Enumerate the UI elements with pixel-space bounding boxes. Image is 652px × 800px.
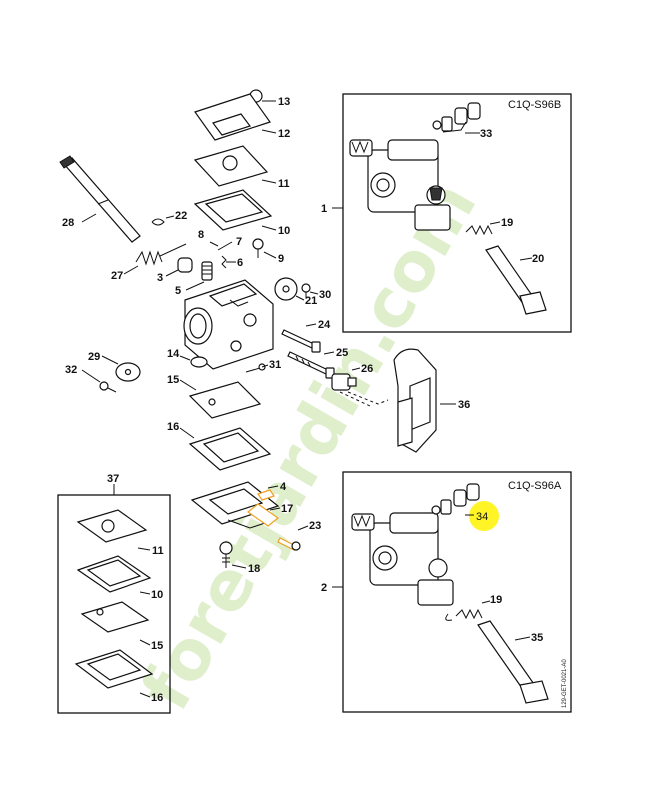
label-2: 2 (321, 582, 327, 594)
reference-code: 129-GET-0021-A0 (562, 659, 568, 708)
label-8: 8 (198, 229, 204, 241)
label-14: 14 (167, 348, 180, 360)
label-27: 27 (111, 270, 123, 282)
label-29: 29 (88, 351, 100, 363)
part-20-throttle-shaft (485, 245, 547, 315)
part-32-screw (99, 381, 117, 393)
label-18: 18 (248, 563, 260, 575)
carburetor-body (183, 279, 274, 370)
label-36: 36 (458, 399, 470, 411)
part-35-throttle-shaft (477, 620, 549, 704)
part-28-choke-shaft (59, 155, 141, 243)
part-36-manifold (393, 348, 437, 453)
part-7-pin (217, 241, 233, 251)
label-6: 6 (237, 257, 243, 269)
part-4-valve (257, 489, 275, 501)
label-11: 11 (278, 178, 290, 190)
part-6-spring (221, 255, 227, 269)
part-19-spring-s96a (445, 608, 483, 621)
label-13: 13 (278, 96, 290, 108)
label-11-kit: 11 (152, 545, 164, 557)
part-22-clip (151, 218, 165, 226)
label-3: 3 (157, 272, 163, 284)
kit-part-11-diaphragm (76, 509, 148, 543)
label-25: 25 (336, 347, 348, 359)
label-28: 28 (62, 217, 74, 229)
label-22: 22 (175, 210, 187, 222)
box-c1q-s96b (342, 93, 572, 333)
label-37: 37 (107, 473, 119, 485)
box-c1q-s96a-model: C1Q-S96A (508, 480, 562, 492)
label-16-kit: 16 (151, 692, 163, 704)
label-17: 17 (281, 503, 293, 515)
part-5-inlet-needle (201, 261, 213, 281)
label-16: 16 (167, 421, 179, 433)
label-9: 9 (278, 253, 284, 265)
part-23-screw (277, 537, 301, 551)
label-4: 4 (280, 481, 287, 493)
label-31: 31 (269, 359, 281, 371)
label-10-kit: 10 (151, 589, 163, 601)
highlight-34 (469, 501, 499, 531)
label-19-s96a: 19 (490, 594, 502, 606)
part-29-cover-plate (115, 362, 141, 382)
part-pump-cover (190, 481, 280, 529)
part-11-diaphragm (193, 145, 269, 187)
label-12: 12 (278, 128, 290, 140)
kit-part-16-gasket (74, 649, 154, 689)
part-12-cover (194, 93, 271, 141)
label-33: 33 (480, 128, 492, 140)
part-33-needle-set (432, 102, 481, 133)
label-15: 15 (167, 374, 179, 386)
label-5: 5 (175, 285, 181, 297)
label-19-s96b: 19 (501, 217, 513, 229)
label-32: 32 (65, 364, 77, 376)
part-16-gasket (188, 427, 272, 471)
label-34[interactable]: 34 (476, 511, 488, 523)
part-17-lever (246, 503, 280, 527)
part-15-diaphragm (188, 381, 262, 419)
part-3-plug (177, 257, 193, 273)
label-23: 23 (309, 520, 321, 532)
label-20: 20 (532, 253, 544, 265)
part-30-screw (301, 283, 311, 298)
label-15-kit: 15 (151, 640, 163, 652)
label-7: 7 (236, 236, 242, 248)
part-14-filter (190, 356, 208, 368)
carburetor-assembly-s96a (351, 512, 454, 606)
part-9-screw (252, 238, 264, 258)
label-1: 1 (321, 203, 327, 215)
label-26: 26 (361, 363, 373, 375)
box-c1q-s96b-model: C1Q-S96B (508, 99, 561, 111)
part-10-gasket (193, 189, 273, 231)
part-8-lever (209, 241, 219, 247)
part-31-screw (245, 363, 266, 373)
label-35: 35 (531, 632, 543, 644)
part-18-screw (219, 541, 233, 568)
label-21: 21 (305, 295, 317, 307)
watermark: foretjardin.com (126, 168, 492, 723)
part-21-plate (274, 277, 298, 301)
label-10: 10 (278, 225, 290, 237)
part-34-needle-set (431, 483, 480, 515)
label-30: 30 (319, 289, 331, 301)
part-19-spring-s96b (465, 224, 493, 236)
label-24: 24 (318, 319, 331, 331)
part-27-spring (135, 243, 187, 266)
kit-part-15-diaphragm (80, 601, 150, 633)
carburetor-assembly-s96b (349, 139, 451, 231)
kit-part-10-gasket (76, 555, 152, 593)
part-26-fitting (331, 373, 357, 391)
part-24-adjusting-screw (281, 329, 321, 353)
box-c1q-s96a (342, 471, 572, 713)
